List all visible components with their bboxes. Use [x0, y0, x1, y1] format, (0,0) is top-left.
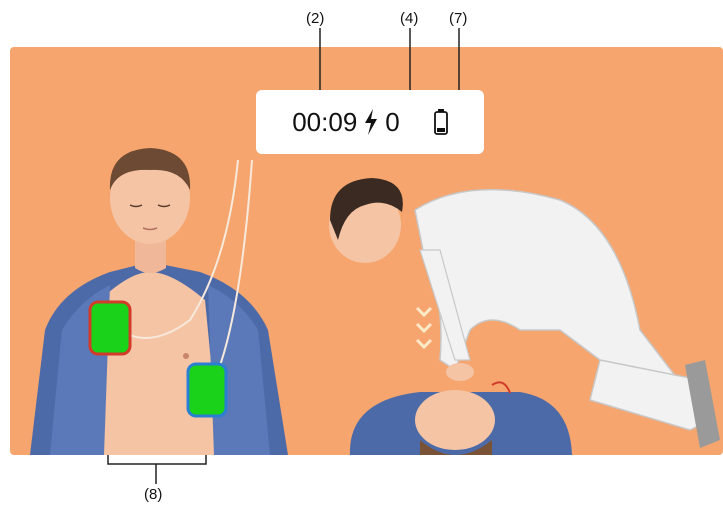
electrode-pad-lower-left [188, 364, 226, 416]
shock-count: 0 [385, 107, 399, 138]
elapsed-timer: 00:09 [292, 107, 357, 138]
battery-icon [434, 109, 448, 135]
patient-torso-figure [30, 148, 288, 455]
rescuer-cpr-figure [329, 178, 720, 455]
electrode-pad-upper-right [90, 302, 130, 354]
aed-status-display: 00:09 0 [256, 90, 484, 154]
lightning-bolt-icon [363, 109, 379, 135]
compression-chevron-icon [417, 308, 431, 347]
